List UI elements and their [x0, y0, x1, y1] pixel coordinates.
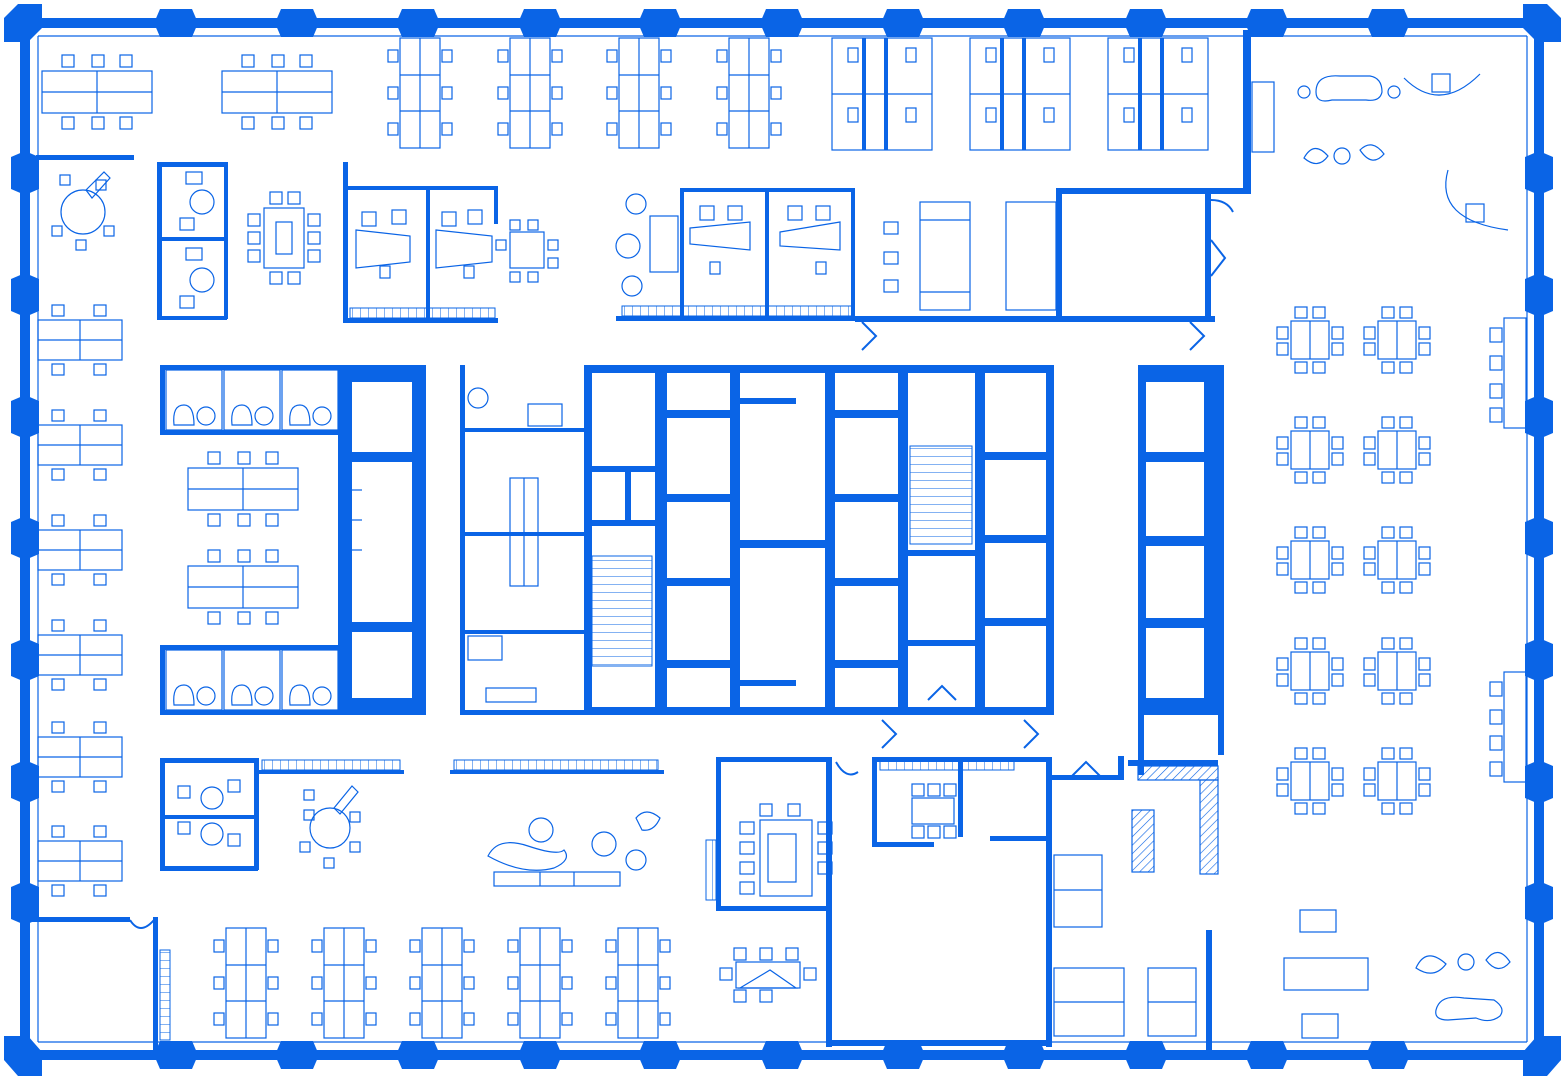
top-benching-stations [831, 37, 1209, 151]
upper-right-utility-room [855, 30, 1275, 322]
lower-small-table [719, 947, 817, 1003]
reception-lounge [1297, 73, 1509, 231]
lower-workstations [213, 927, 671, 1039]
corner-columns [4, 4, 1561, 1076]
door-swings [129, 199, 1234, 929]
core-walls [584, 365, 1054, 715]
right-lounge-tables [1276, 306, 1431, 815]
lower-counter [450, 759, 664, 774]
lower-left-wall [30, 917, 171, 1050]
exterior-walls [20, 18, 1544, 1060]
lower-core-walls [830, 715, 1224, 1046]
top-workstations [387, 37, 782, 149]
round-meeting-table-upper-left [51, 171, 115, 251]
storage-core-east [1138, 365, 1224, 715]
lower-center-rooms [872, 757, 1052, 1047]
lower-left-offices [160, 758, 404, 871]
lounge-seating-lower [487, 811, 661, 887]
lower-right-lounge [1283, 909, 1511, 1039]
upper-left-walls [36, 155, 498, 323]
lower-conference-room [705, 757, 833, 1047]
left-workstations [37, 304, 123, 897]
upper-center-offices [615, 188, 855, 321]
top-long-tables [41, 54, 333, 130]
central-meeting-rooms [460, 365, 588, 715]
small-offices-left [179, 171, 215, 309]
conference-room-eight [247, 191, 321, 285]
lower-round-table [299, 785, 361, 869]
central-long-tables [187, 451, 299, 625]
private-office-desks [355, 209, 559, 283]
storage-core-west [338, 365, 426, 715]
phone-booths-west [160, 365, 339, 715]
kitchen-area [1052, 756, 1219, 1050]
right-wall-benches [1489, 317, 1527, 783]
upper-center-benching [883, 188, 1062, 322]
